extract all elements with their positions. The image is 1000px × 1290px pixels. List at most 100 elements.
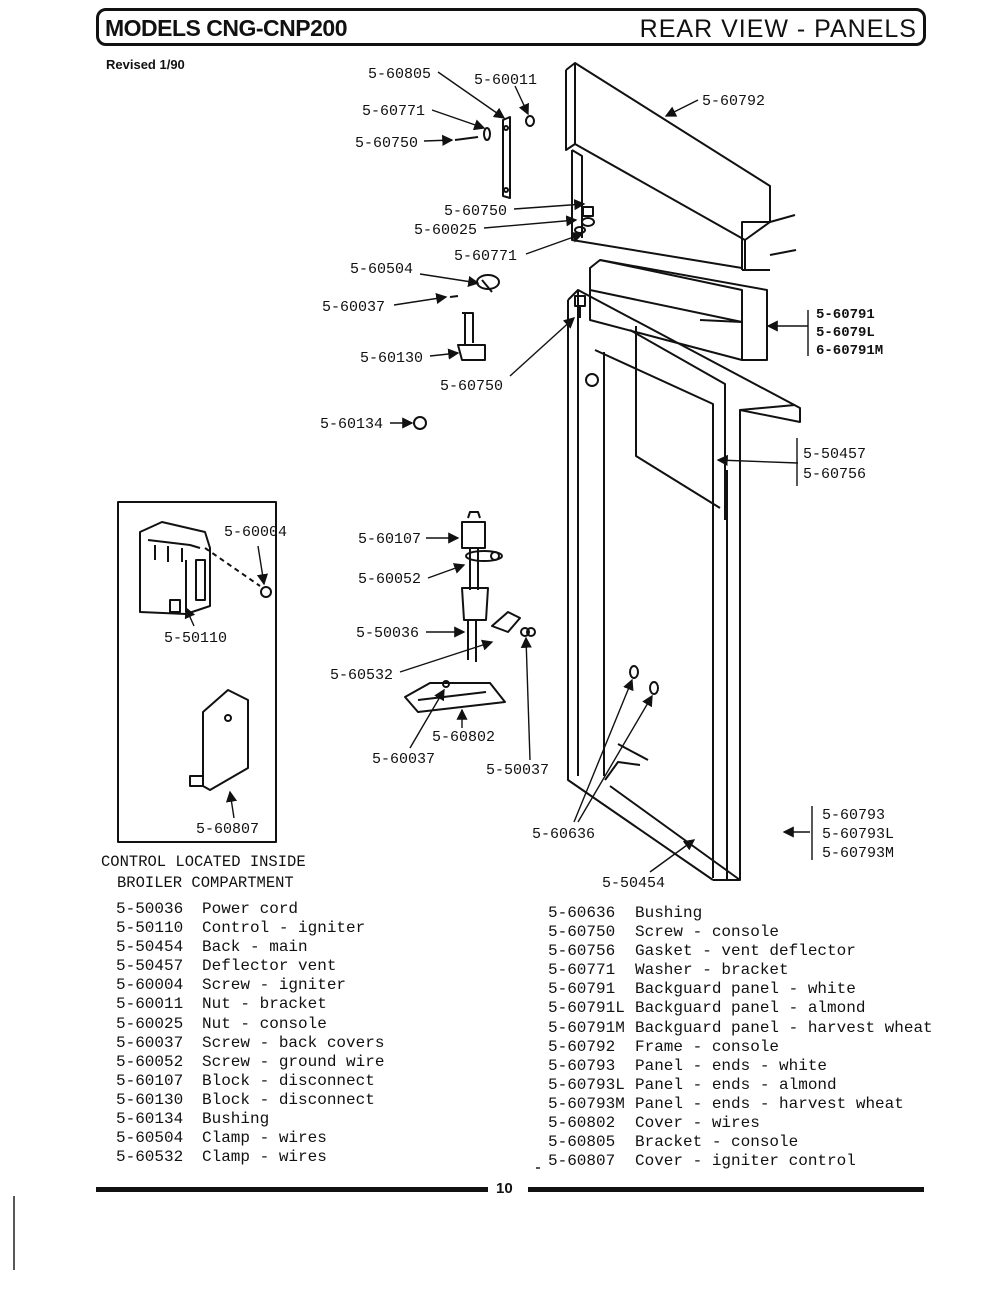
bracket-drawing bbox=[502, 116, 511, 199]
label-5-60636: 5-60636 bbox=[532, 826, 595, 843]
label-5-50037: 5-50037 bbox=[486, 762, 549, 779]
part-description: Panel - ends - almond bbox=[635, 1075, 837, 1094]
part-description: Cover - igniter control bbox=[635, 1152, 856, 1171]
part-number: 5-60025 bbox=[116, 1014, 184, 1033]
label-5-50110: 5-50110 bbox=[164, 630, 227, 647]
page-number: 10 bbox=[496, 1180, 513, 1197]
label-5-60025: 5-60025 bbox=[414, 222, 477, 239]
part-number: 5-60791L bbox=[548, 999, 625, 1018]
part-description: Back - main bbox=[202, 938, 308, 957]
label-5-60004: 5-60004 bbox=[224, 524, 287, 541]
part-number: 5-60771 bbox=[548, 961, 616, 980]
part-number: 5-60532 bbox=[116, 1148, 184, 1167]
part-description: Frame - console bbox=[635, 1037, 780, 1056]
part-description: Deflector vent bbox=[202, 957, 337, 976]
part-description: Cover - wires bbox=[635, 1114, 760, 1133]
parts-list-row: 5-60791L Backguard panel - almond bbox=[548, 999, 933, 1018]
part-description: Screw - console bbox=[635, 923, 780, 942]
footer-rule-left bbox=[96, 1187, 488, 1192]
parts-list-row: 5-60771 Washer - bracket bbox=[548, 961, 933, 980]
part-description: Screw - igniter bbox=[202, 976, 347, 995]
parts-list-row: 5-50110 Control - igniter bbox=[116, 919, 384, 938]
parts-list-row: 5-60805 Bracket - console bbox=[548, 1133, 933, 1152]
label-6-60791M: 6-60791M bbox=[816, 343, 883, 359]
part-number: 5-60807 bbox=[548, 1152, 616, 1171]
label-5-60793M: 5-60793M bbox=[822, 845, 894, 862]
note-line-1: CONTROL LOCATED INSIDE bbox=[101, 853, 306, 871]
label-5-60532: 5-60532 bbox=[330, 667, 393, 684]
part-description: Backguard panel - white bbox=[635, 980, 856, 999]
part-number: 5-50457 bbox=[116, 957, 184, 976]
part-description: Gasket - vent deflector bbox=[635, 942, 856, 961]
models-title: MODELS CNG-CNP200 bbox=[105, 15, 347, 41]
label-5-60750-c: 5-60750 bbox=[440, 378, 503, 395]
label-5-60107: 5-60107 bbox=[358, 531, 421, 548]
label-5-60805: 5-60805 bbox=[368, 66, 431, 83]
label-5-50036: 5-50036 bbox=[356, 625, 419, 642]
parts-list-row: 5-60025 Nut - console bbox=[116, 1015, 384, 1034]
part-number: 5-60805 bbox=[548, 1133, 616, 1152]
label-5-60504: 5-60504 bbox=[350, 261, 413, 278]
part-description: Panel - ends - harvest wheat bbox=[635, 1094, 904, 1113]
part-description: Bracket - console bbox=[635, 1133, 799, 1152]
back-main-panel-drawing bbox=[567, 289, 801, 881]
label-5-60793L: 5-60793L bbox=[822, 826, 894, 843]
part-number: 5-60636 bbox=[548, 904, 616, 922]
part-description: Backguard panel - almond bbox=[635, 999, 866, 1018]
label-5-60130: 5-60130 bbox=[360, 350, 423, 367]
part-number: 5-60750 bbox=[548, 923, 616, 942]
label-5-60792: 5-60792 bbox=[702, 93, 765, 110]
label-5-60750: 5-60750 bbox=[355, 135, 418, 152]
parts-list-row: 5-60636 Bushing bbox=[548, 904, 933, 923]
label-5-60802: 5-60802 bbox=[432, 729, 495, 746]
part-number: 5-50036 bbox=[116, 900, 184, 918]
part-number: 5-60802 bbox=[548, 1114, 616, 1133]
part-description: Nut - console bbox=[202, 1014, 327, 1033]
label-5-6079L: 5-6079L bbox=[816, 325, 875, 341]
label-5-60771-b: 5-60771 bbox=[454, 248, 517, 265]
label-5-60052: 5-60052 bbox=[358, 571, 421, 588]
part-description: Panel - ends - white bbox=[635, 1056, 828, 1075]
label-5-60037: 5-60037 bbox=[322, 299, 385, 316]
console-frame-drawing bbox=[565, 62, 797, 271]
part-description: Washer - bracket bbox=[635, 961, 789, 980]
parts-list-row: 5-50457 Deflector vent bbox=[116, 957, 384, 976]
backguard-panel-drawing bbox=[589, 259, 768, 361]
part-number: 5-60011 bbox=[116, 995, 184, 1014]
part-number: 5-60791M bbox=[548, 1018, 625, 1037]
part-description: Screw - ground wire bbox=[202, 1052, 385, 1071]
part-description: Nut - bracket bbox=[202, 995, 327, 1014]
parts-list-row: 5-60791 Backguard panel - white bbox=[548, 980, 933, 999]
inset-box bbox=[117, 501, 277, 843]
parts-list-row: 5-60011 Nut - bracket bbox=[116, 995, 384, 1014]
part-number: 5-60130 bbox=[116, 1090, 184, 1109]
label-5-60791: 5-60791 bbox=[816, 307, 875, 323]
part-number: 5-60504 bbox=[116, 1129, 184, 1148]
part-description: Control - igniter bbox=[202, 919, 366, 938]
label-5-60011: 5-60011 bbox=[474, 72, 537, 89]
part-number: 5-60791 bbox=[548, 980, 616, 999]
part-description: Bushing bbox=[635, 904, 703, 922]
view-title: REAR VIEW - PANELS bbox=[639, 15, 917, 43]
parts-list-row: 5-60750 Screw - console bbox=[548, 923, 933, 942]
part-number: 5-50110 bbox=[116, 919, 184, 938]
label-5-60756: 5-60756 bbox=[803, 466, 866, 483]
parts-list-row: 5-60807 Cover - igniter control bbox=[548, 1152, 933, 1171]
label-5-50454: 5-50454 bbox=[602, 875, 665, 892]
